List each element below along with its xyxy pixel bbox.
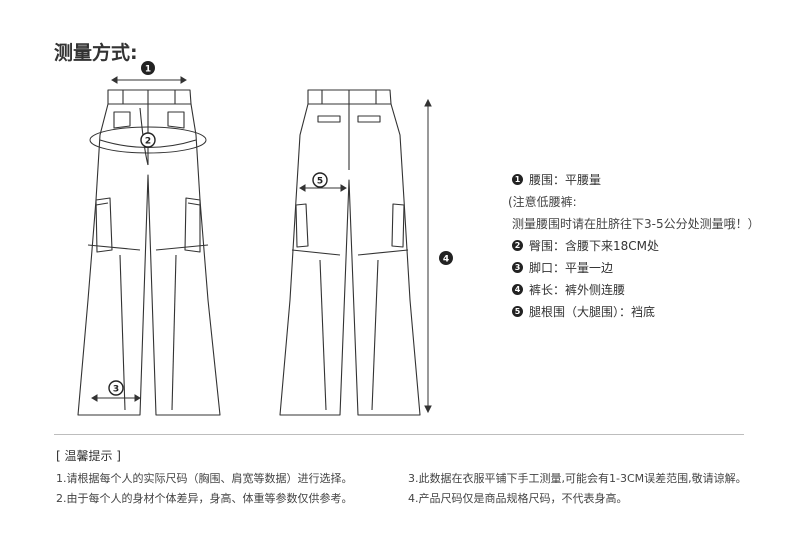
legend-label: 臀围：含腰下来18CM处 <box>529 238 660 253</box>
measurement-legend: 1 腰围：平腰量 (注意低腰裤: 测量腰围时请在肚脐往下3-5公分处测量哦！） … <box>508 168 760 322</box>
svg-text:1: 1 <box>145 65 151 75</box>
page-title: 测量方式: <box>54 42 138 64</box>
tips-divider <box>54 434 744 435</box>
svg-text:3: 3 <box>113 385 119 395</box>
legend-label: 裤长：裤外侧连腰 <box>529 282 626 297</box>
legend-label: 腿根围（大腿围）：裆底 <box>529 304 656 319</box>
pants-diagram: 1 2 3 5 4 <box>77 61 453 416</box>
legend-number: 5 <box>512 305 523 317</box>
tip-2: 2.由于每个人的身材个体差异，身高、体重等参数仅供参考。 <box>56 492 353 505</box>
tip-3: 3.此数据在衣服平铺下手工测量,可能会有1-3CM误差范围,敬请谅解。 <box>408 472 747 485</box>
tip-4: 4.产品尺码仅是商品规格尺码，不代表身高。 <box>408 492 628 505</box>
legend-number: 3 <box>512 261 523 273</box>
legend-item-3: 3 脚口：平量一边 <box>512 256 760 278</box>
legend-note: 测量腰围时请在肚脐往下3-5公分处测量哦！） <box>512 216 760 231</box>
marker-1: 1 <box>141 61 155 75</box>
marker-2: 2 <box>140 132 156 148</box>
tips-title: [ 温馨提示 ] <box>56 449 121 463</box>
back-view <box>279 89 421 416</box>
legend-item-1: 1 腰围：平腰量 <box>512 168 760 190</box>
legend-item-5: 5 腿根围（大腿围）：裆底 <box>512 300 760 322</box>
legend-note-2: 测量腰围时请在肚脐往下3-5公分处测量哦！） <box>512 212 760 234</box>
legend-item-2: 2 臀围：含腰下来18CM处 <box>512 234 760 256</box>
legend-number: 1 <box>512 173 523 185</box>
marker-5: 5 <box>312 172 328 188</box>
legend-number: 4 <box>512 283 523 295</box>
marker-3: 3 <box>108 380 124 396</box>
svg-text:5: 5 <box>317 177 323 187</box>
legend-note-1: (注意低腰裤: <box>508 190 760 212</box>
legend-label: 腰围：平腰量 <box>529 172 602 187</box>
tip-1: 1.请根据每个人的实际尺码（胸围、肩宽等数据）进行选择。 <box>56 472 353 485</box>
marker-4: 4 <box>439 251 453 265</box>
svg-text:2: 2 <box>145 137 151 147</box>
legend-label: 脚口：平量一边 <box>529 260 614 275</box>
legend-number: 2 <box>512 239 523 251</box>
svg-text:4: 4 <box>443 255 449 265</box>
legend-note: (注意低腰裤: <box>508 194 577 209</box>
legend-item-4: 4 裤长：裤外侧连腰 <box>512 278 760 300</box>
